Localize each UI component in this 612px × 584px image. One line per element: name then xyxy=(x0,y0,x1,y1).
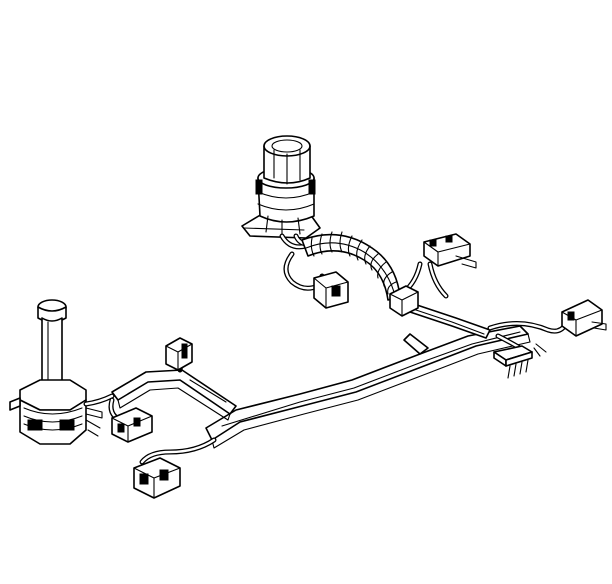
connector-right-upper xyxy=(401,233,477,299)
harness-carrier-rail xyxy=(111,299,531,449)
main-body-connector xyxy=(241,135,321,239)
connector-coil-end xyxy=(389,285,419,317)
connector-center-small xyxy=(313,271,349,309)
connector-left-lower xyxy=(133,437,217,499)
connector-right-lower xyxy=(487,299,607,337)
connector-left-middle xyxy=(108,397,153,443)
upper-wire-run xyxy=(279,233,321,291)
connector-left-upper xyxy=(165,337,193,373)
terminal-block-right xyxy=(493,333,547,379)
coiled-wire-bundle xyxy=(301,231,401,301)
solenoid-assembly-left xyxy=(9,299,115,445)
